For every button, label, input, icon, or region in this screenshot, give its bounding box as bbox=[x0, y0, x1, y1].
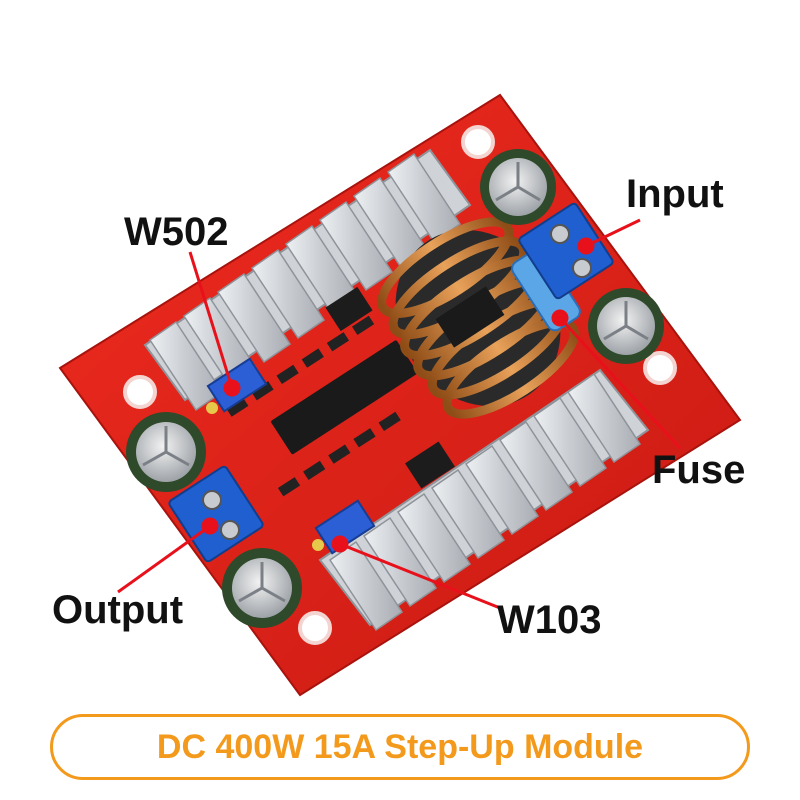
heatsink-upper bbox=[143, 148, 472, 412]
callout-line-input bbox=[585, 218, 641, 248]
mounting-hole bbox=[298, 611, 332, 645]
mosfet bbox=[325, 286, 373, 332]
mounting-hole bbox=[643, 351, 677, 385]
label-fuse: Fuse bbox=[652, 448, 746, 492]
input-terminal bbox=[518, 202, 614, 300]
heatsink-lower bbox=[318, 368, 650, 632]
callout-lines bbox=[117, 218, 682, 610]
callout-line-fuse bbox=[558, 316, 682, 450]
capacitor bbox=[222, 548, 302, 628]
mounting-hole bbox=[123, 375, 157, 409]
capacitor bbox=[588, 288, 664, 364]
product-caption: DC 400W 15A Step-Up Module bbox=[50, 714, 750, 780]
capacitor bbox=[126, 412, 206, 492]
potentiometer-w103 bbox=[312, 499, 376, 555]
components-area bbox=[226, 286, 455, 497]
label-w502: W502 bbox=[124, 210, 229, 254]
label-output: Output bbox=[52, 588, 184, 632]
mounting-hole bbox=[461, 125, 495, 159]
capacitor bbox=[480, 149, 556, 225]
callout-line-output bbox=[117, 524, 211, 594]
callout-line-w103 bbox=[339, 542, 501, 610]
callout-line-w502 bbox=[188, 251, 234, 389]
label-input: Input bbox=[626, 172, 724, 216]
mosfet bbox=[405, 441, 455, 489]
label-w103: W103 bbox=[497, 598, 602, 642]
